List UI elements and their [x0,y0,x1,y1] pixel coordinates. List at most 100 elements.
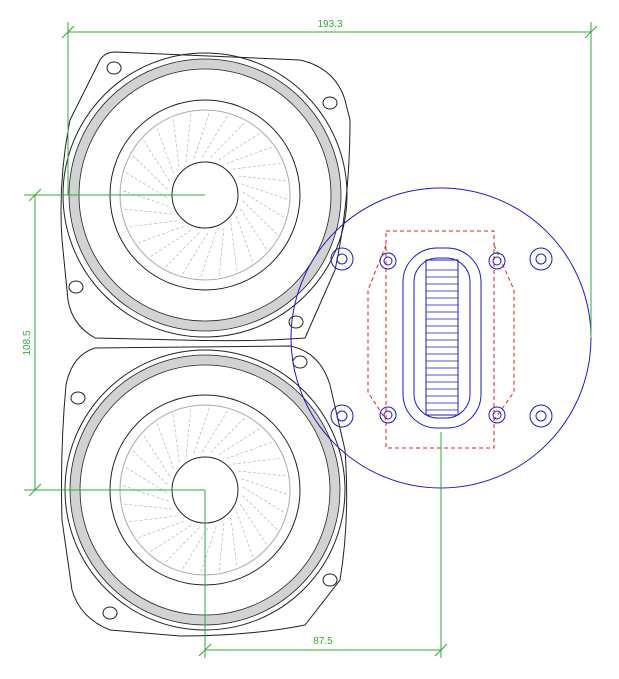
tweeter-hole-outer-tr-inner [535,253,547,265]
cone-rib [218,133,260,160]
tweeter-offset-tick-right [434,643,448,657]
cone-rib [230,517,238,566]
cone-rib [123,190,169,207]
upper-woofer [60,51,351,342]
cone-rib [240,208,267,250]
cone-rib [241,183,287,200]
overall-width-label: 193.3 [317,19,342,30]
tweeter-hole-outer-tl-inner [336,253,348,265]
tweeter-hole-outer-bl-inner [336,410,348,422]
cone-rib [210,417,245,453]
tweeter-screw-holes [330,247,553,428]
tweeter-ribbon [425,259,459,416]
cone-rib [201,410,228,453]
cone-rib [129,220,178,228]
cone-rib [123,485,169,502]
woofer-spacing-tick-top [28,188,42,202]
cone-rib [129,515,178,523]
cone-rib [242,486,285,513]
cone-rib [182,232,209,275]
cone-rib [230,222,238,271]
tweeter-hole-inner-tr [488,252,506,270]
cone-rib [138,521,184,539]
cone-rib [200,231,217,277]
cone-rib [193,113,210,159]
cone-rib [143,140,170,182]
lower-woofer [61,345,348,637]
cone-rib [210,122,245,158]
cone-rib [236,511,254,557]
upper-woofer-mount-hole-tl [106,61,122,75]
cone-rib [156,423,174,469]
tweeter-hole-inner-tr-inner [492,256,502,266]
upper-woofer-mount-hole-tr [322,96,338,110]
tweeter-hole-inner-bl [379,406,397,424]
cone-rib [182,527,209,570]
woofer-spacing-tick-bottom [28,483,42,497]
tweeter-hole-inner-bl-inner [383,410,393,420]
tweeter-offset-tick-left [198,643,212,657]
lower-woofer-mount-hole-bl [102,606,118,620]
tweeter-hole-outer-bl [330,404,354,428]
overall-width-tick-right [584,25,598,39]
cone-rib [226,146,272,164]
tweeter-ribbon-housing-outer [402,247,482,429]
tweeter-hole-outer-br-inner [535,410,547,422]
cone-rib [237,470,286,477]
cone-rib [200,526,217,572]
cone-rib [218,227,225,276]
cone-rib [172,414,180,463]
cone-rib [165,527,200,563]
tweeter-hole-inner-tl [379,252,397,270]
overall-width-tick-left [61,25,75,39]
upper-woofer-cone-ribs [123,113,287,277]
upper-woofer-mount-hole-br [288,315,304,329]
lower-woofer-cone-ribs [123,408,287,572]
cone-rib [138,226,184,244]
cone-rib [241,478,287,495]
cone-rib [232,162,281,170]
lower-woofer-frame [61,345,348,637]
cone-rib [172,119,180,168]
tweeter-hole-inner-br [488,406,506,424]
cone-rib [232,457,281,465]
cone-rib [237,175,286,182]
cone-rib [242,191,285,218]
tweeter-hole-outer-br [529,404,553,428]
tweeter-offset-label: 87.5 [313,636,333,647]
cone-rib [185,409,192,458]
cone-rib [125,172,168,199]
cone-rib [156,128,174,174]
tweeter-ribbon-pleats [426,269,458,411]
cone-rib [240,503,267,545]
lower-woofer-mount-hole-br [322,573,338,587]
tweeter-hole-inner-br-inner [492,410,502,420]
cone-rib [124,208,173,215]
tweeter-hole-outer-tr [529,247,553,271]
tweeter-ribbon-housing-inner [413,257,471,419]
cone-rib [132,450,168,485]
cone-rib [185,114,192,163]
cone-rib [226,441,272,459]
cone-rib [218,428,260,455]
cone-rib [242,495,278,530]
tweeter-hole-outer-tl [330,247,354,271]
dimension-lines [24,22,598,658]
cone-rib [165,232,200,268]
tweeter-cutout-rect [385,230,495,449]
cone-rib [132,155,168,190]
lower-woofer-mount-hole-tr [292,355,308,369]
cone-rib [242,200,278,235]
woofer-spacing-label: 108.5 [22,330,33,355]
cone-rib [236,216,254,262]
cone-rib [124,503,173,510]
cone-rib [193,408,210,454]
cone-rib [143,435,170,477]
tweeter-cutout-octagon [367,244,515,421]
cone-rib [218,522,225,571]
tweeter-hole-inner-tl-inner [383,256,393,266]
cone-rib [150,230,192,257]
cone-rib [201,115,228,158]
upper-woofer-mount-hole-bl [68,280,84,294]
